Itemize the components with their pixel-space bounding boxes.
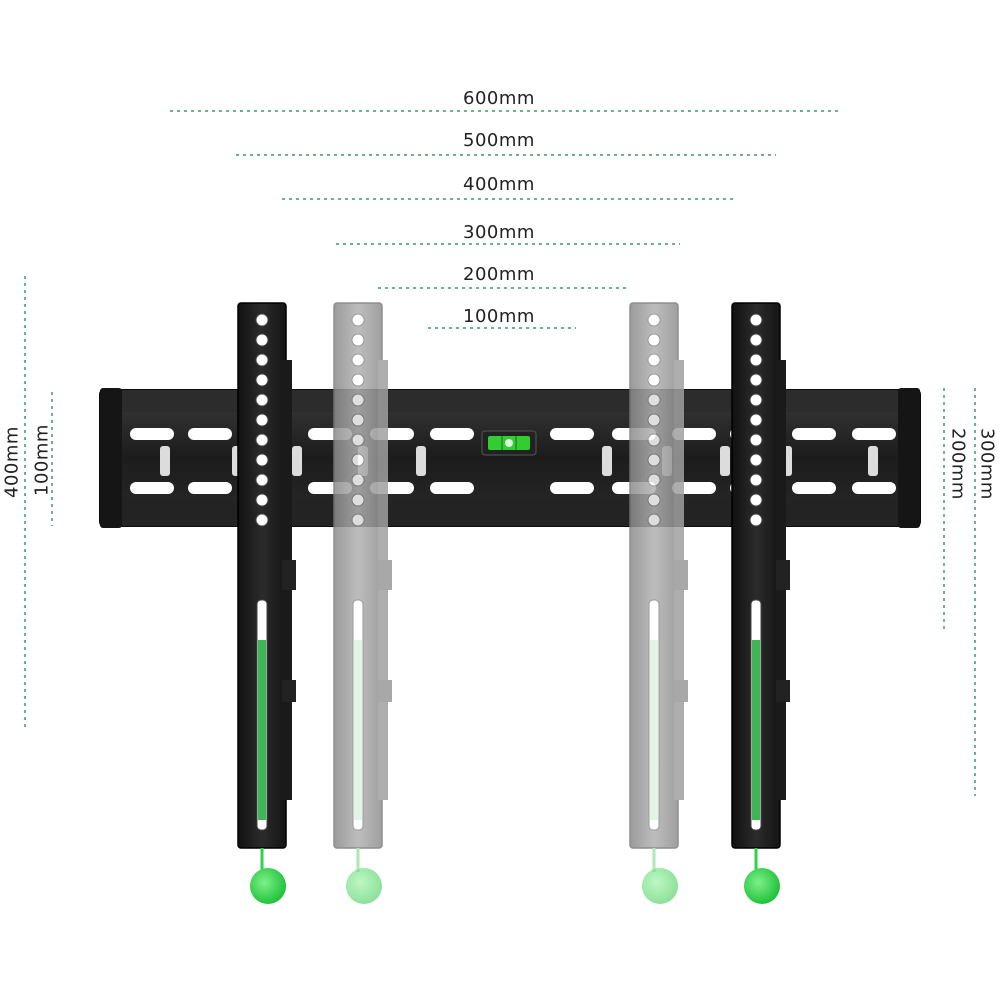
plate-clip — [292, 446, 302, 476]
plate-slot — [550, 482, 594, 494]
plate-clip — [160, 446, 170, 476]
plate-slot — [130, 482, 174, 494]
plate-slot — [130, 428, 174, 440]
dim-label-400: 400mm — [463, 174, 535, 195]
bubble-level-icon — [481, 430, 537, 456]
plate-slot — [430, 482, 474, 494]
dim-label-500: 500mm — [463, 130, 535, 151]
plate-slot — [792, 482, 836, 494]
plate-clip — [868, 446, 878, 476]
wall-plate — [99, 388, 921, 528]
dim-label-left-100: 100mm — [31, 424, 53, 496]
dim-label-100: 100mm — [463, 306, 535, 327]
dim-label-right-200: 200mm — [947, 428, 969, 500]
dim-label-300: 300mm — [463, 222, 535, 243]
plate-slot — [792, 428, 836, 440]
safety-knob-icon — [250, 868, 286, 904]
arm-ghost — [333, 302, 392, 904]
plate-clip — [720, 446, 730, 476]
vertical-arms — [237, 302, 790, 904]
plate-slot — [188, 482, 232, 494]
dim-label-right-300: 300mm — [976, 428, 998, 500]
plate-slot — [550, 428, 594, 440]
plate-clip — [416, 446, 426, 476]
dim-label-200: 200mm — [463, 264, 535, 285]
plate-clip — [602, 446, 612, 476]
safety-knob-icon — [642, 868, 678, 904]
vertical-dimension-lines — [24, 276, 976, 796]
arm-ghost — [629, 302, 688, 904]
plate-slot — [430, 428, 474, 440]
horizontal-dimension-lines — [170, 110, 840, 329]
plate-slot — [852, 428, 896, 440]
dim-label-left-400: 400mm — [1, 426, 23, 498]
dim-label-600: 600mm — [463, 88, 535, 109]
safety-knob-icon — [744, 868, 780, 904]
safety-knob-icon — [346, 868, 382, 904]
plate-slot — [188, 428, 232, 440]
plate-slot — [852, 482, 896, 494]
arm — [237, 302, 296, 904]
arm — [731, 302, 790, 904]
